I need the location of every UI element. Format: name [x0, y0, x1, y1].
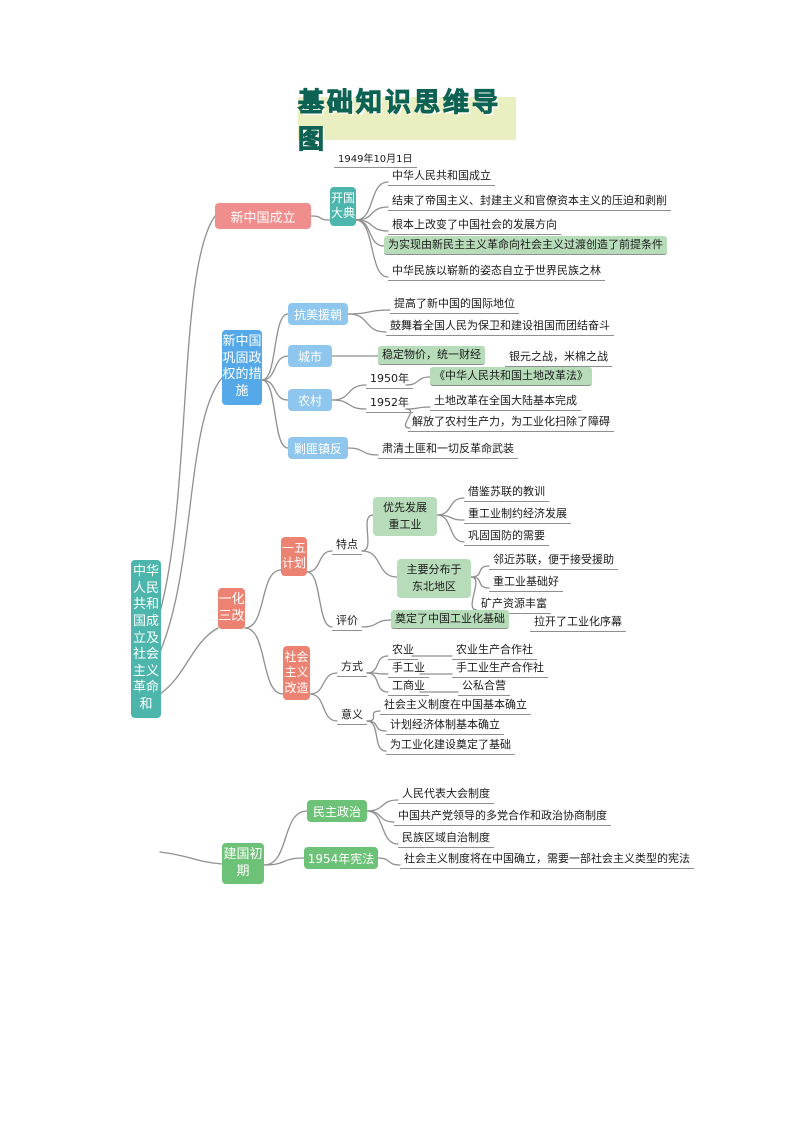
leaf-premise-transition: 为实现由新民主主义革命向社会主义过渡创造了前提条件 — [384, 236, 667, 255]
leaf-nation-standing: 中华民族以崭新的姿态自立于世界民族之林 — [388, 262, 605, 281]
leaf-silver-rice-battles: 银元之战，米棉之战 — [505, 348, 612, 367]
leaf-industrialization-start: 拉开了工业化序幕 — [530, 613, 626, 632]
label-features: 特点 — [332, 536, 362, 555]
node-founding-ceremony: 开国大典 — [330, 187, 356, 226]
label-significance: 意义 — [337, 706, 367, 725]
leaf-handicraft-coop: 手工业生产合作社 — [452, 659, 548, 678]
leaf-freed-productivity: 解放了农村生产力，为工业化扫除了障碍 — [408, 413, 614, 432]
label-agriculture: 农业 — [388, 641, 418, 660]
label-method: 方式 — [337, 658, 367, 677]
branch-yihua-sangai: 一化三改 — [218, 588, 245, 630]
page-title: 基础知识思维导图 — [298, 87, 516, 155]
leaf-ended-oppression: 结束了帝国主义、封建主义和官僚资本主义的压迫和剥削 — [388, 192, 671, 211]
leaf-founding-date: 1949年10月1日 — [334, 150, 417, 168]
node-socialist-transformation: 社会主义改造 — [283, 646, 310, 701]
leaf-industry-base: 重工业基础好 — [489, 573, 563, 592]
leaf-planned-economy: 计划经济体制基本确立 — [386, 716, 504, 735]
leaf-industrial-base-laid: 为工业化建设奠定了基础 — [386, 736, 515, 755]
leaf-multiparty-cooperation: 中国共产党领导的多党合作和政治协商制度 — [394, 807, 611, 826]
leaf-constitution-need: 社会主义制度将在中国确立，需要一部社会主义类型的宪法 — [400, 850, 694, 869]
leaf-stabilize-prices: 稳定物价，统一财经 — [378, 346, 485, 365]
leaf-mineral-resources: 矿产资源丰富 — [477, 595, 551, 614]
leaf-industry-constraint: 重工业制约经济发展 — [464, 505, 571, 524]
node-first-five-year-plan: 一五计划 — [281, 537, 307, 576]
leaf-year-1952: 1952年 — [366, 394, 413, 413]
label-handicraft: 手工业 — [388, 659, 429, 678]
node-cities: 城市 — [288, 345, 332, 367]
leaf-reform-completed: 土地改革在全国大陆基本完成 — [430, 392, 581, 411]
node-countryside: 农村 — [288, 389, 332, 411]
leaf-eliminate-bandits: 肃清土匪和一切反革命武装 — [378, 440, 518, 459]
leaf-socialist-system: 社会主义制度在中国基本确立 — [380, 696, 531, 715]
node-democratic-politics: 民主政治 — [307, 800, 367, 822]
node-suppress-bandits: 剿匪镇反 — [288, 437, 348, 459]
leaf-changed-direction: 根本上改变了中国社会的发展方向 — [388, 216, 561, 235]
branch-new-china: 新中国成立 — [215, 203, 311, 229]
leaf-year-1950: 1950年 — [366, 370, 413, 389]
label-industry-commerce: 工商业 — [388, 677, 429, 696]
leaf-land-reform-law: 《中华人民共和国土地改革法》 — [430, 367, 592, 386]
branch-consolidate-power: 新中国巩固政权的措施 — [222, 330, 262, 405]
leaf-prc-founded: 中华人民共和国成立 — [388, 167, 495, 186]
leaf-national-defense: 巩固国防的需要 — [464, 527, 549, 546]
node-northeast-distribution: 主要分布于东北地区 — [397, 559, 471, 598]
leaf-regional-autonomy: 民族区域自治制度 — [398, 829, 494, 848]
leaf-inspired-people: 鼓舞着全国人民为保卫和建设祖国而团结奋斗 — [386, 317, 614, 336]
node-1954-constitution: 1954年宪法 — [304, 847, 378, 869]
node-heavy-industry-priority: 优先发展重工业 — [373, 497, 437, 536]
leaf-near-soviet: 邻近苏联，便于接受援助 — [489, 551, 618, 570]
branch-early-period: 建国初期 — [222, 843, 264, 885]
leaf-soviet-lesson: 借鉴苏联的教训 — [464, 483, 549, 502]
leaf-agriculture-coop: 农业生产合作社 — [452, 641, 537, 660]
leaf-international-status: 提高了新中国的国际地位 — [390, 295, 519, 314]
leaf-peoples-congress: 人民代表大会制度 — [398, 785, 494, 804]
node-korean-war: 抗美援朝 — [288, 303, 348, 325]
leaf-public-private: 公私合营 — [458, 677, 510, 696]
leaf-industrial-foundation: 奠定了中国工业化基础 — [391, 610, 509, 629]
root-node: 中华人民共和国成立及社会主义革命和 — [131, 560, 161, 718]
label-evaluation: 评价 — [332, 612, 362, 631]
